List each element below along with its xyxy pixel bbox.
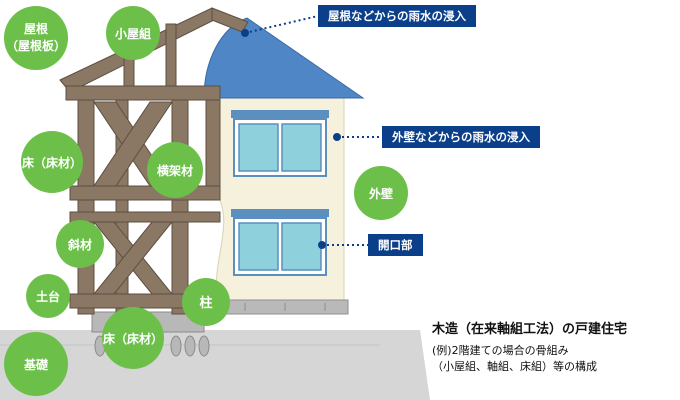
beam (65, 85, 221, 101)
caption-line-2: （小屋組、軸組、床組）等の構成 (432, 360, 597, 373)
upper-window (231, 110, 329, 177)
base-vents (244, 303, 326, 311)
label-text: 小屋組 (115, 26, 151, 41)
beam (69, 211, 221, 223)
label-floor-lower: 床（床材） (102, 307, 164, 369)
footing-pile (198, 335, 210, 357)
pillar (77, 87, 95, 315)
label-text: 床（床材） (22, 155, 82, 170)
caption-line-1: (例)2階建ての場合の骨組み (432, 344, 569, 357)
lower-window (231, 209, 329, 276)
footing-pile (184, 335, 196, 357)
label-text: 柱 (199, 295, 212, 311)
label-roof-truss: 小屋組 (106, 6, 160, 60)
label-roof-board: 屋根 （屋根板） (4, 6, 68, 70)
callout-leaders (241, 15, 382, 249)
callout-roof-leak: 屋根などからの雨水の浸入 (318, 5, 476, 27)
label-text: 基礎 (23, 357, 49, 372)
label-floor-upper: 床（床材） (21, 131, 83, 193)
roof-panel (203, 17, 365, 99)
window-glass (238, 222, 279, 271)
label-text: 斜材 (67, 237, 92, 252)
beam (69, 185, 221, 201)
pillar (171, 87, 189, 315)
callout-wall-leak: 外壁などからの雨水の浸入 (382, 126, 540, 148)
brace (93, 101, 173, 187)
label-pillar: 柱 (182, 278, 230, 326)
caption-title: 木造（在来軸組工法）の戸建住宅 (432, 322, 628, 337)
window-head (231, 110, 329, 118)
label-foundation: 基礎 (4, 332, 68, 396)
label-text: 横架材 (157, 163, 193, 178)
label-circles: 屋根 （屋根板） 小屋組 床（床材） 横架材 斜材 土台 (4, 6, 408, 396)
window-head (231, 209, 329, 217)
brace (92, 221, 174, 295)
window-glass (281, 123, 322, 172)
pillar (205, 87, 221, 189)
label-diagonal-brace: 斜材 (56, 220, 104, 268)
label-roof-board-line1: 屋根 （屋根板） (6, 21, 66, 53)
label-text: （屋根板） (6, 38, 66, 53)
label-text: 外壁 (369, 186, 393, 201)
label-sill: 土台 (26, 274, 70, 318)
label-text: 床（床材） (103, 331, 163, 346)
label-exterior-wall: 外壁 (354, 166, 408, 220)
footing-pile (170, 335, 182, 357)
truss-post (165, 23, 177, 91)
label-text: 土台 (36, 289, 60, 304)
window-glass (238, 123, 279, 172)
caption-block: 木造（在来軸組工法）の戸建住宅 (例)2階建ての場合の骨組み （小屋組、軸組、床… (432, 318, 672, 375)
callout-opening: 開口部 (368, 234, 423, 256)
window-glass (281, 222, 322, 271)
label-horizontal-brace: 横架材 (147, 142, 203, 198)
label-text: 屋根 (24, 21, 48, 36)
